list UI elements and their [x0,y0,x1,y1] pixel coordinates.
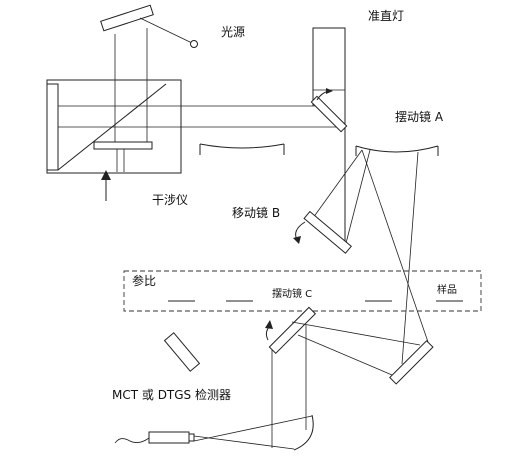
swing-mirror-a-label: 摆动镜 A [395,109,444,124]
idle-mirror [163,332,201,372]
beam-a-2 [312,149,363,219]
source-lamp-stem [139,17,193,44]
detector-body [148,431,190,444]
detector-cable [114,437,150,444]
sample-compartment-border [123,270,482,312]
collimator-tube [312,27,346,247]
source-mirror [100,4,154,32]
sample-compartment [123,270,482,312]
swing-mirror-c-label: 摆动镜 C [272,287,312,300]
interferometer-housing [46,79,182,174]
beam-c-2 [297,334,393,376]
moving-mirror-b-arc [199,143,285,149]
tilted-mirror-lower [303,210,352,254]
interferometer-label: 干涉仪 [152,193,188,207]
detector [114,431,195,444]
beam-a-1 [344,149,371,248]
interferometer [46,79,182,201]
swing-mirror-c [268,306,317,355]
moving-mirror-b [199,143,285,155]
focusing-mirror [293,414,314,451]
beam-a-4 [401,151,419,365]
collimator [310,27,348,247]
fold-mirror [310,95,348,133]
light-source-label: 光源 [221,25,245,39]
detector-window [188,433,195,442]
input-arrow-head [101,170,111,180]
sample-label: 样品 [437,283,457,296]
moving-mirror-b-label: 移动镜 B [232,205,280,220]
beam-a-3 [361,149,429,343]
tilted-mirror-arrow [293,236,301,244]
return-mirror [389,340,434,385]
source-lamp [190,40,198,48]
swing-mirror-a [355,145,439,156]
reference-label: 参比 [132,273,156,288]
swing-mirror-a-arc [355,145,439,153]
fixed-mirror [46,83,59,171]
detector-label: MCT 或 DTGS 检测器 [112,387,231,402]
fold-mirror-arrow [326,88,333,94]
focus-beam-1 [193,435,295,450]
collimator-label: 准直灯 [368,9,404,23]
swing-mirror-c-arrow [265,320,273,329]
focus-beam-2 [193,415,313,442]
light-source [100,4,198,48]
beam-c-1 [291,321,421,346]
moving-mirror-plate [93,141,153,150]
